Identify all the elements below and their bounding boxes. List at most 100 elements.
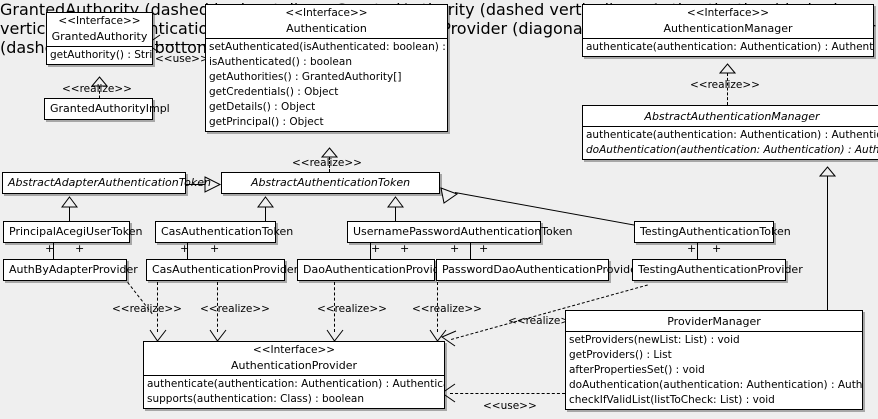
label-use-providermanager-authenticationprovider: <<use>> [483, 400, 537, 412]
realize-arrowhead-testing [440, 330, 457, 347]
class-header-dao-authentication-provider: DaoAuthenticationProvider [298, 260, 451, 280]
realize-line-passworddaoauthenticationprovider [437, 282, 438, 332]
class-abstract-authentication-manager[interactable]: AbstractAuthenticationManager authentica… [582, 105, 878, 160]
generalization-triangle-abstracttoken-cas [257, 196, 274, 208]
association-line-testing-token-provider [697, 241, 698, 259]
member-getauthorities: getAuthorities() : GrantedAuthority[] [209, 71, 402, 83]
class-auth-by-adapter-provider[interactable]: AuthByAdapterProvider [3, 259, 138, 281]
class-header-granted-authority-impl: GrantedAuthorityImpl [45, 99, 170, 119]
class-abstract-authentication-token[interactable]: AbstractAuthenticationToken [221, 172, 440, 194]
member-supports: supports(authentication: Class) : boolea… [147, 393, 364, 405]
members-authentication-manager: authenticate(authentication: Authenticat… [583, 38, 873, 56]
class-username-password-authentication-token[interactable]: UsernamePasswordAuthenticationToken [347, 221, 573, 243]
member-authenticate: authenticate(authentication: Authenticat… [147, 378, 444, 390]
label-realize-abstractauthenticationtoken: <<realize>> [292, 157, 362, 169]
class-header-principal-acegi-user-token: PrincipalAcegiUserToken [4, 222, 142, 242]
member-checkifvalidlist: checkIfValidList(listToCheck: List) : vo… [569, 394, 775, 406]
class-header-auth-by-adapter-provider: AuthByAdapterProvider [4, 260, 138, 280]
association-marker-cas-left: + [180, 242, 190, 255]
generalization-triangle-abstractadaptertoken [61, 196, 78, 208]
class-authentication-provider[interactable]: <<Interface>> AuthenticationProvider aut… [143, 341, 445, 409]
class-name-provider-manager: ProviderManager [667, 315, 761, 328]
members-authentication: setAuthenticated(isAuthenticated: boolea… [206, 38, 447, 131]
class-granted-authority[interactable]: <<Interface>> GrantedAuthority getAuthor… [46, 12, 153, 65]
association-marker-upw-4: + [479, 242, 489, 255]
class-authentication-manager[interactable]: <<Interface>> AuthenticationManager auth… [582, 4, 874, 57]
label-realize-casauthenticationprovider: <<realize>> [200, 303, 270, 315]
class-name-abstract-authentication-manager: AbstractAuthenticationManager [644, 110, 820, 123]
class-authentication[interactable]: <<Interface>> Authentication setAuthenti… [205, 4, 448, 132]
stereotype-interface: <<Interface>> [252, 344, 336, 356]
members-granted-authority: getAuthority() : String [47, 46, 152, 64]
class-name-authentication-provider: AuthenticationProvider [230, 359, 358, 372]
realize-line-daoauthenticationprovider [334, 282, 335, 332]
class-name-cas-authentication-provider: CasAuthenticationProvider [152, 263, 299, 276]
member-getprincipal: getPrincipal() : Object [209, 116, 324, 128]
realize-triangle-authentication [321, 147, 338, 158]
association-marker-testing-left: + [687, 242, 697, 255]
class-abstract-adapter-authentication-token[interactable]: AbstractAdapterAuthenticationToken [2, 172, 211, 194]
member-afterpropertiesset: afterPropertiesSet() : void [569, 364, 705, 376]
label-realize-authbyadapterprovider: <<realize>> [112, 303, 182, 315]
class-cas-authentication-token[interactable]: CasAuthenticationToken [155, 221, 294, 243]
class-header-cas-authentication-token: CasAuthenticationToken [156, 222, 294, 242]
generalization-line-principalacegiusertoken [69, 207, 70, 221]
association-line-principalacegi-authbyadapter [53, 241, 54, 259]
generalization-line-usernamepasswordtoken [395, 207, 396, 221]
association-line-cas-token-provider [187, 241, 188, 259]
members-abstract-authentication-manager: authenticate(authentication: Authenticat… [583, 126, 878, 159]
stereotype-interface: <<Interface>> [58, 15, 141, 27]
members-authentication-provider: authenticate(authentication: Authenticat… [144, 375, 444, 408]
generalization-line-casauthenticationtoken [265, 207, 266, 221]
generalization-triangle-abstractauthenticationtoken-right [440, 187, 459, 204]
label-use-authentication-grantedauthority: <<use>> [155, 53, 209, 65]
member-setproviders: setProviders(newList: List) : void [569, 334, 740, 346]
class-header-abstract-adapter-authentication-token: AbstractAdapterAuthenticationToken [3, 173, 211, 193]
class-principal-acegi-user-token[interactable]: PrincipalAcegiUserToken [3, 221, 142, 243]
use-line-providermanager-authenticationprovider [450, 393, 565, 394]
class-header-authentication-manager: <<Interface>> AuthenticationManager [583, 5, 873, 38]
association-marker-principalacegi-right: + [75, 242, 85, 255]
member-doauthentication: doAuthentication(authentication: Authent… [569, 379, 862, 391]
class-name-testing-authentication-token: TestingAuthenticationToken [640, 225, 791, 238]
class-dao-authentication-provider[interactable]: DaoAuthenticationProvider [297, 259, 451, 281]
class-header-abstract-authentication-manager: AbstractAuthenticationManager [583, 106, 878, 126]
class-name-abstract-authentication-token: AbstractAuthenticationToken [250, 176, 411, 189]
label-realize-passworddaoauthenticationprovider: <<realize>> [412, 303, 482, 315]
association-marker-upw-2: + [400, 242, 410, 255]
use-line-authentication-grantedauthority [155, 44, 205, 45]
stereotype-interface: <<Interface>> [686, 7, 770, 19]
association-marker-cas-right: + [210, 242, 220, 255]
class-name-auth-by-adapter-provider: AuthByAdapterProvider [9, 263, 138, 276]
member-doauthentication: doAuthentication(authentication: Authent… [586, 144, 878, 156]
class-cas-authentication-provider[interactable]: CasAuthenticationProvider [146, 259, 299, 281]
class-password-dao-authentication-provider[interactable]: PasswordDaoAuthenticationProvider [436, 259, 641, 281]
generalization-line-providermanager [827, 176, 828, 310]
class-name-dao-authentication-provider: DaoAuthenticationProvider [303, 263, 451, 276]
association-line-upw-dao [370, 241, 371, 259]
label-realize-testingauthenticationprovider: <<realize>> [508, 315, 578, 327]
class-header-abstract-authentication-token: AbstractAuthenticationToken [222, 173, 439, 193]
realize-line-abstractauthenticationtoken [329, 157, 330, 172]
class-name-abstract-adapter-authentication-token: AbstractAdapterAuthenticationToken [8, 176, 211, 189]
class-name-cas-authentication-token: CasAuthenticationToken [161, 225, 294, 238]
realize-triangle-authenticationmanager [719, 63, 736, 74]
class-header-granted-authority: <<Interface>> GrantedAuthority [47, 13, 152, 46]
member-setauthenticated: setAuthenticated(isAuthenticated: boolea… [209, 41, 447, 53]
class-name-granted-authority-impl: GrantedAuthorityImpl [50, 102, 170, 115]
class-header-username-password-authentication-token: UsernamePasswordAuthenticationToken [348, 222, 573, 242]
association-line-upw-passworddao [470, 241, 471, 259]
member-getproviders: getProviders() : List [569, 349, 672, 361]
class-testing-authentication-provider[interactable]: TestingAuthenticationProvider [632, 259, 803, 281]
member-getauthority: getAuthority() : String [50, 49, 152, 61]
label-realize-grantedauthorityimpl: <<realize>> [62, 83, 132, 95]
class-testing-authentication-token[interactable]: TestingAuthenticationToken [634, 221, 791, 243]
class-provider-manager[interactable]: ProviderManager setProviders(newList: Li… [565, 310, 863, 410]
member-isauthenticated: isAuthenticated() : boolean [209, 56, 352, 68]
generalization-triangle-abstractauthenticationmanager [819, 166, 836, 177]
member-authenticate: authenticate(authentication: Authenticat… [586, 41, 873, 53]
class-header-provider-manager: ProviderManager [566, 311, 862, 331]
class-granted-authority-impl[interactable]: GrantedAuthorityImpl [44, 98, 170, 120]
member-authenticate: authenticate(authentication: Authenticat… [586, 129, 878, 141]
